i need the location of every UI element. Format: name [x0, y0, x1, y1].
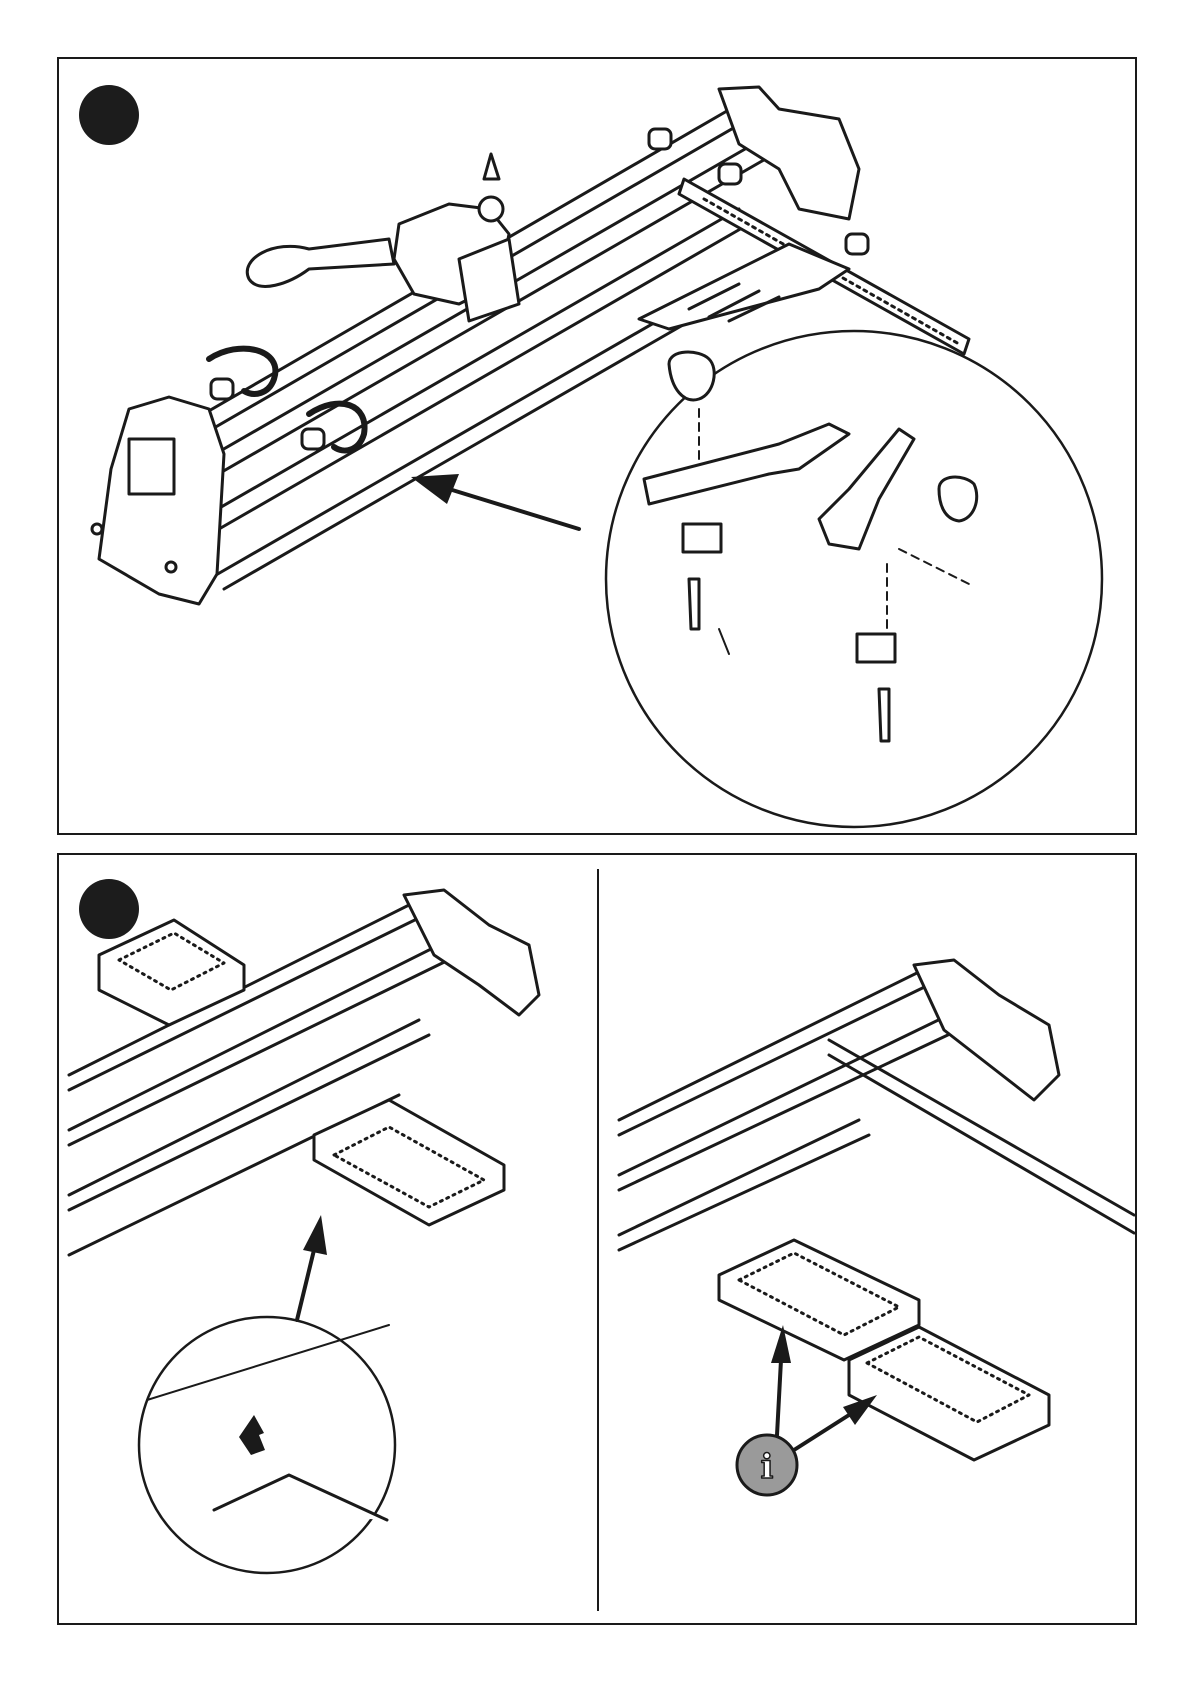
step-2-panel: i [57, 853, 1137, 1625]
pointer-arrow-icon [411, 474, 579, 529]
pointer-arrow-icon [297, 1215, 327, 1320]
detail-callout [606, 331, 1102, 827]
detail-callout [139, 1317, 395, 1573]
stop-assembly-detail [644, 352, 977, 741]
info-glyph: i [761, 1447, 774, 1487]
right-end-cap [914, 960, 1059, 1100]
rubber-pad [719, 1240, 1049, 1460]
step-1-illustration [59, 59, 1139, 837]
right-cutter-rails [619, 967, 1134, 1250]
push-arrow-icon [239, 1415, 265, 1455]
left-end-cap [99, 397, 224, 604]
step-2-illustration: i [59, 855, 1139, 1627]
info-icon: i [737, 1435, 797, 1495]
step-1-panel [57, 57, 1137, 835]
handle-icon [247, 239, 394, 286]
cutter-rails [169, 104, 769, 589]
cutting-head [247, 154, 519, 321]
rubber-pad [99, 920, 504, 1225]
